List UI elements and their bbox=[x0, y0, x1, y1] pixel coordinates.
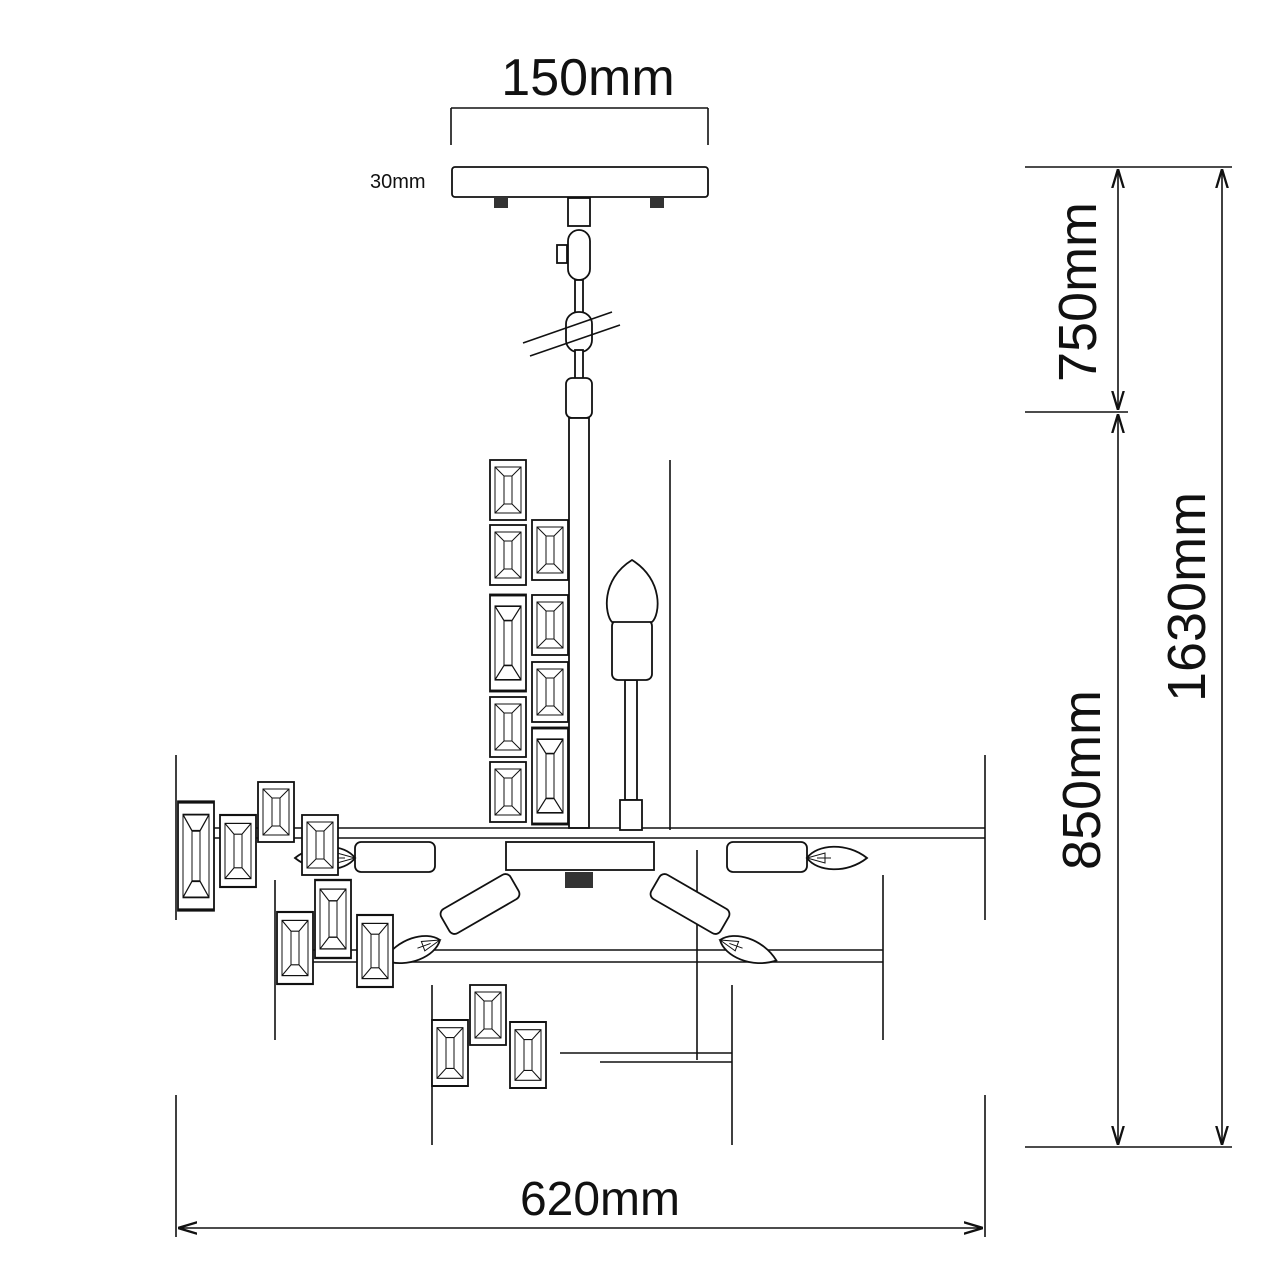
canopy bbox=[451, 166, 709, 227]
overall-width-label: 620mm bbox=[520, 1173, 680, 1226]
canopy-width-dimension: 150mm bbox=[450, 49, 709, 145]
chandelier-body bbox=[175, 460, 986, 1145]
chain-length-label: 750mm bbox=[1048, 202, 1108, 382]
width-dimension: 620mm bbox=[175, 1095, 986, 1237]
canopy-width-bracket bbox=[450, 107, 709, 145]
chain bbox=[522, 229, 621, 829]
canopy-width-label: 150mm bbox=[501, 49, 674, 107]
total-height-label: 1630mm bbox=[1157, 492, 1217, 702]
height-dimensions: 750mm 850mm 1630mm bbox=[1025, 166, 1232, 1148]
body-height-label: 850mm bbox=[1052, 690, 1112, 870]
canopy-height-label: 30mm bbox=[370, 171, 426, 193]
crystals bbox=[176, 459, 570, 1089]
